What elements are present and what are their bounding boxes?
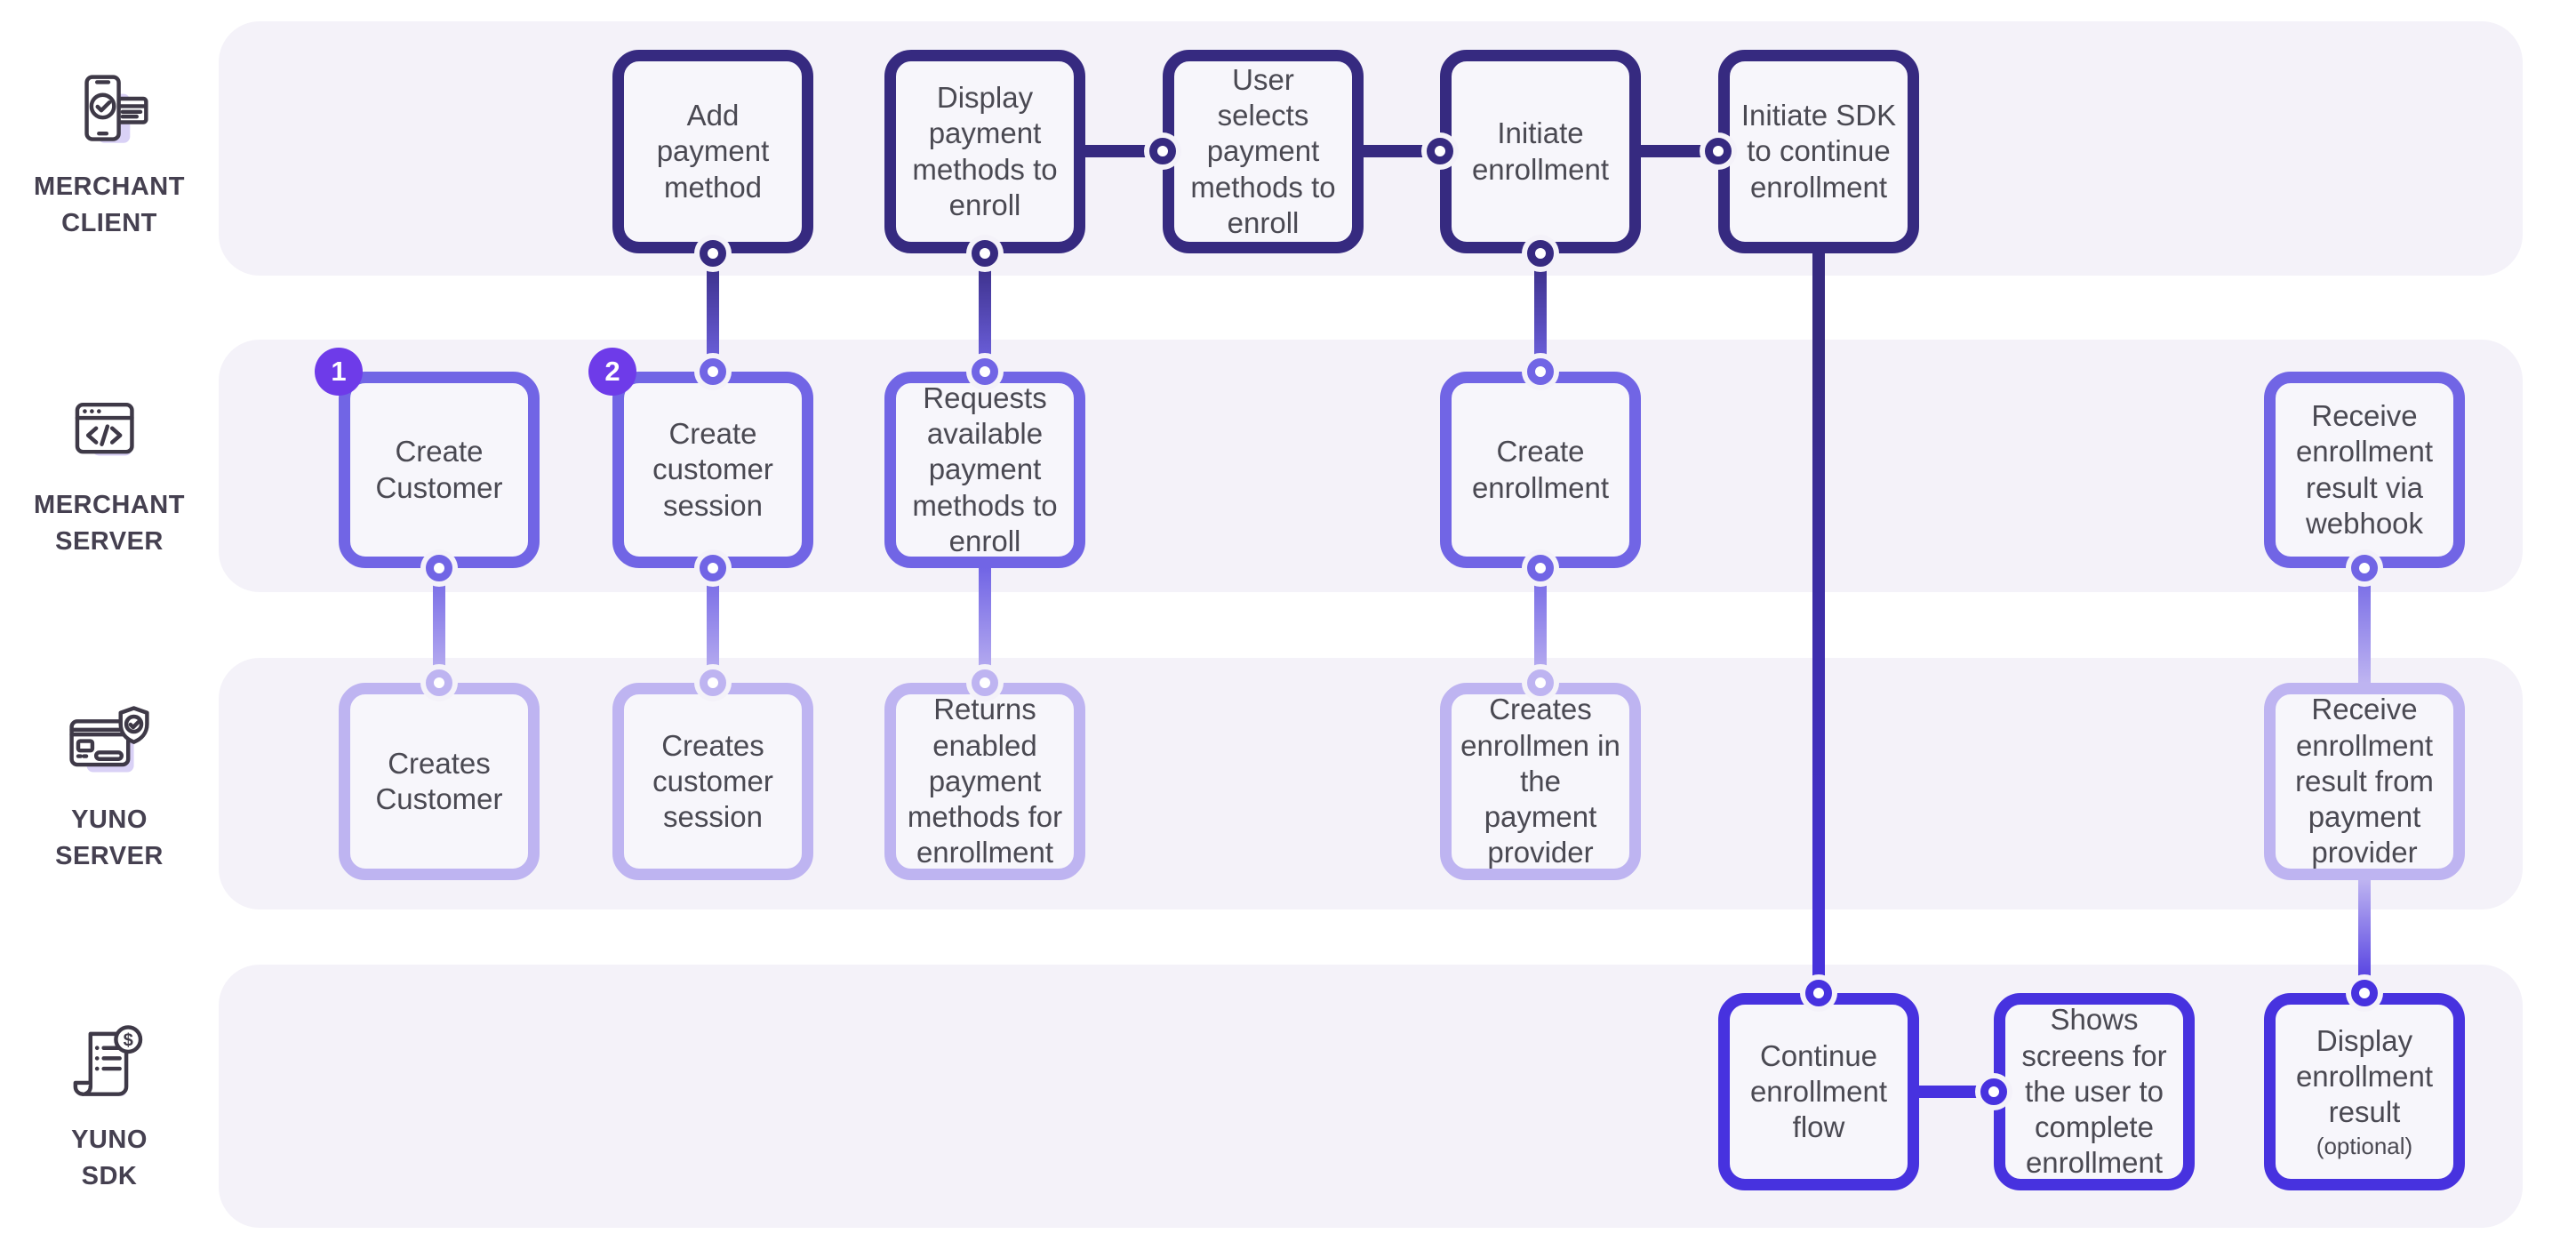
rail-label-line: SERVER bbox=[55, 526, 164, 556]
svg-text:$: $ bbox=[124, 1031, 133, 1051]
receipt-dollar-icon: $ bbox=[73, 1025, 143, 1096]
node-text: Create Customer bbox=[375, 435, 503, 504]
step-badge-1: 1 bbox=[315, 348, 363, 396]
connection-dot bbox=[426, 669, 452, 696]
rail-label-line: MERCHANT bbox=[34, 172, 185, 201]
node-text: Display enrollment result bbox=[2295, 1023, 2434, 1129]
connection-dot bbox=[2351, 555, 2378, 581]
node-note: (optional) bbox=[2316, 1132, 2413, 1159]
rail-label-merchant-server: MERCHANT SERVER bbox=[34, 487, 185, 559]
node-display-enrollment-result: Display enrollment result (optional) bbox=[2264, 993, 2465, 1190]
connector-create-session-to-creates-session bbox=[707, 568, 719, 683]
node-receive-result-provider: Receive enrollment result from payment p… bbox=[2264, 683, 2465, 880]
connector-requests-to-returns bbox=[979, 568, 991, 683]
step-badge-2: 2 bbox=[588, 348, 636, 396]
rail-merchant-server: MERCHANT SERVER bbox=[0, 386, 219, 559]
node-creates-customer: Creates Customer bbox=[339, 683, 540, 880]
connection-dot bbox=[1527, 669, 1554, 696]
connection-dot bbox=[2351, 980, 2378, 1006]
rail-label-merchant-client: MERCHANT CLIENT bbox=[34, 169, 185, 241]
connection-dot bbox=[700, 240, 726, 267]
step-badge-label: 1 bbox=[331, 356, 347, 387]
rail-label-yuno-sdk: YUNO SDK bbox=[71, 1122, 148, 1194]
connection-dot bbox=[1980, 1078, 2007, 1105]
connection-dot bbox=[1705, 138, 1732, 164]
node-shows-screens: Shows screens for the user to complete e… bbox=[1994, 993, 2195, 1190]
lane-merchant-server bbox=[219, 340, 2523, 592]
rail-label-line: MERCHANT bbox=[34, 491, 185, 519]
connection-dot bbox=[1149, 138, 1176, 164]
node-create-enrollment: Create enrollment bbox=[1440, 372, 1641, 568]
node-text: Creates enrollmen in the payment provide… bbox=[1460, 693, 1620, 869]
card-shield-icon bbox=[69, 706, 149, 773]
node-continue-enrollment-flow: Continue enrollment flow bbox=[1718, 993, 1919, 1190]
connector-continue-flow-to-shows-screens bbox=[1919, 1086, 1994, 1098]
node-text: Display payment methods to enroll bbox=[912, 81, 1058, 221]
rail-label-line: SERVER bbox=[55, 841, 164, 870]
connection-dot bbox=[1527, 358, 1554, 385]
rail-label-line: SDK bbox=[81, 1161, 138, 1190]
node-text: Returns enabled payment methods for enro… bbox=[907, 693, 1063, 869]
connection-dot bbox=[700, 669, 726, 696]
connection-dot bbox=[700, 358, 726, 385]
rail-label-line: YUNO bbox=[71, 1126, 148, 1154]
connector-user-selects-to-initiate-enrollment bbox=[1364, 145, 1440, 157]
connection-dot bbox=[1427, 138, 1453, 164]
node-user-selects-payment-methods: User selects payment methods to enroll bbox=[1163, 50, 1364, 253]
connector-initiate-to-create-enrollment bbox=[1534, 253, 1547, 372]
node-text: Creates Customer bbox=[375, 746, 503, 815]
connector-provider-result-to-display-result bbox=[2358, 880, 2371, 993]
node-creates-enrollmen-provider: Creates enrollmen in the payment provide… bbox=[1440, 683, 1641, 880]
node-text: Initiate enrollment bbox=[1471, 116, 1610, 186]
connector-display-to-user-selects bbox=[1085, 145, 1163, 157]
connection-dot bbox=[700, 555, 726, 581]
connector-webhook-to-provider-result bbox=[2358, 568, 2371, 683]
node-text: Shows screens for the user to complete e… bbox=[2021, 1003, 2167, 1180]
rail-label-yuno-server: YUNO SERVER bbox=[55, 802, 164, 874]
connector-add-payment-to-create-session bbox=[707, 253, 719, 372]
connection-dot bbox=[1527, 555, 1554, 581]
rail-merchant-client: MERCHANT CLIENT bbox=[0, 68, 219, 241]
lane-yuno-server bbox=[219, 658, 2523, 909]
connector-create-customer-to-creates-customer bbox=[433, 568, 445, 683]
connector-initiate-sdk-to-continue-flow bbox=[1812, 253, 1825, 993]
node-returns-enabled-methods: Returns enabled payment methods for enro… bbox=[884, 683, 1085, 880]
browser-code-icon bbox=[75, 402, 134, 456]
connection-dot bbox=[972, 240, 998, 267]
node-initiate-enrollment: Initiate enrollment bbox=[1440, 50, 1641, 253]
rail-label-line: YUNO bbox=[71, 805, 148, 834]
node-text: Create customer session bbox=[652, 417, 773, 522]
connection-dot bbox=[972, 669, 998, 696]
connection-dot bbox=[1805, 980, 1832, 1006]
connector-create-enrollment-to-creates-enrollmen bbox=[1534, 568, 1547, 683]
connection-dot bbox=[1527, 240, 1554, 267]
node-initiate-sdk: Initiate SDK to continue enrollment bbox=[1718, 50, 1919, 253]
node-text: Continue enrollment flow bbox=[1749, 1038, 1888, 1144]
node-text: Requests available payment methods to en… bbox=[912, 381, 1058, 557]
rail-label-line: CLIENT bbox=[61, 208, 157, 237]
node-text: Add payment method bbox=[656, 99, 770, 204]
node-requests-available-methods: Requests available payment methods to en… bbox=[884, 372, 1085, 568]
node-receive-result-webhook: Receive enrollment result via webhook bbox=[2264, 372, 2465, 568]
step-badge-label: 2 bbox=[604, 356, 620, 387]
node-text: Creates customer session bbox=[652, 728, 773, 834]
node-create-customer: Create Customer bbox=[339, 372, 540, 568]
node-display-payment-methods: Display payment methods to enroll bbox=[884, 50, 1085, 253]
connector-initiate-enrollment-to-initiate-sdk bbox=[1641, 145, 1718, 157]
node-text: Initiate SDK to continue enrollment bbox=[1740, 99, 1897, 204]
connection-dot bbox=[972, 358, 998, 385]
node-add-payment-method: Add payment method bbox=[612, 50, 813, 253]
phone-check-card-icon bbox=[84, 75, 148, 143]
connection-dot bbox=[426, 555, 452, 581]
node-text: Create enrollment bbox=[1471, 435, 1610, 504]
node-text: Receive enrollment result from payment p… bbox=[2295, 693, 2434, 869]
node-creates-customer-session: Creates customer session bbox=[612, 683, 813, 880]
node-text: User selects payment methods to enroll bbox=[1190, 62, 1336, 239]
connector-display-to-requests bbox=[979, 253, 991, 372]
node-text: Receive enrollment result via webhook bbox=[2295, 399, 2434, 540]
rail-yuno-sdk: $ YUNO SDK bbox=[0, 1021, 219, 1194]
rail-yuno-server: YUNO SERVER bbox=[0, 701, 219, 874]
node-create-customer-session: Create customer session bbox=[612, 372, 813, 568]
